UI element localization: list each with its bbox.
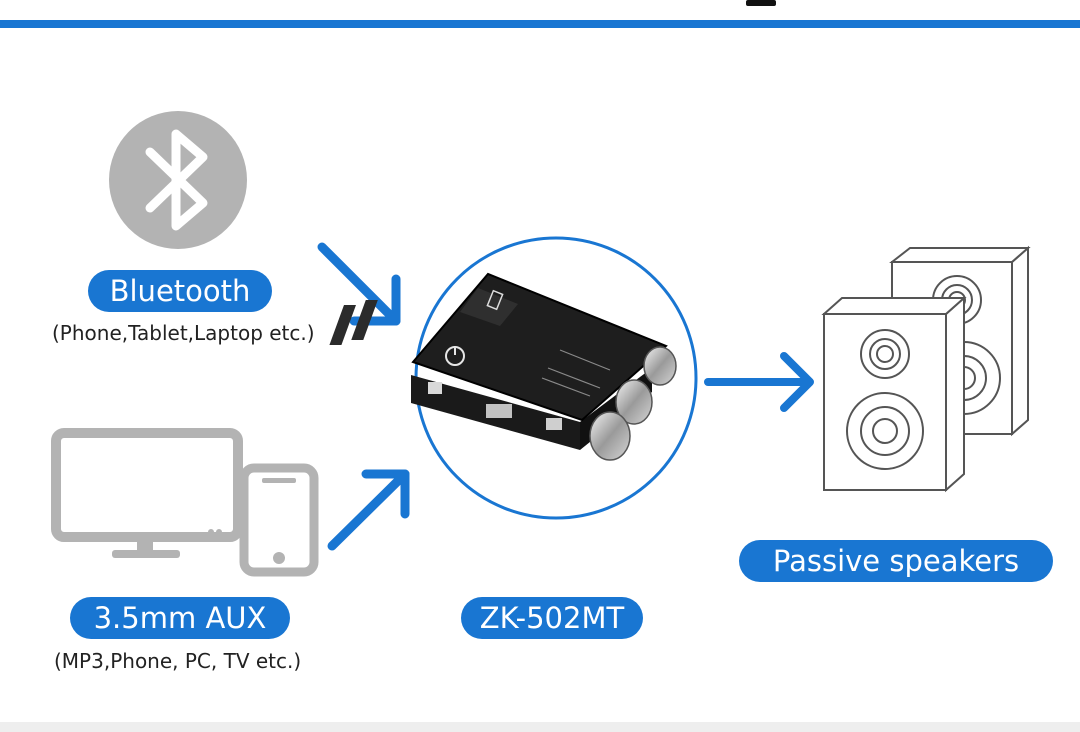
arrow-amp-to-speakers [704,352,814,412]
monitor-icon [51,428,243,558]
top-accent-bar [0,20,1080,28]
speakers-icon [821,245,1031,493]
aux-caption: (MP3,Phone, PC, TV etc.) [54,649,302,673]
amplifier-label: ZK-502MT [461,597,643,639]
passive-speakers-label: Passive speakers [739,540,1053,582]
arrow-aux-to-amp [327,469,410,551]
aux-label: 3.5mm AUX [70,597,290,639]
bottom-strip [0,722,1080,732]
amplifier-board-image [329,236,698,520]
bluetooth-caption: (Phone,Tablet,Laptop etc.) [52,321,315,345]
top-mark [746,0,776,6]
amplifier-knobs [589,346,677,461]
bluetooth-icon [109,111,247,249]
smartphone-icon [239,463,319,577]
bluetooth-label: Bluetooth [88,270,272,312]
arrow-bluetooth-to-amp [317,242,401,326]
